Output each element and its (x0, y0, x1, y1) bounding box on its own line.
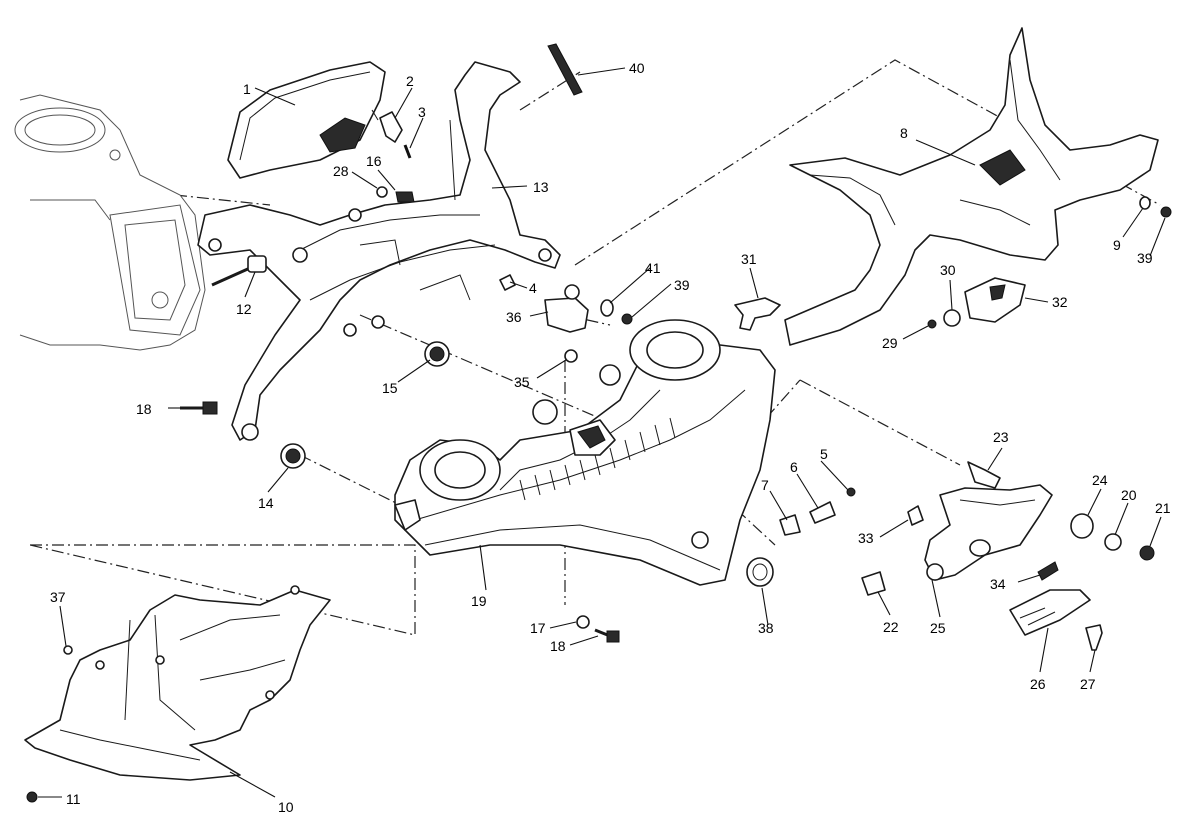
callout-labels: 1 2 3 4 5 6 7 8 9 10 11 12 13 14 15 16 1… (50, 60, 1171, 815)
callout-25: 25 (930, 620, 946, 636)
callout-13: 13 (533, 179, 549, 195)
callout-9: 9 (1113, 237, 1121, 253)
washer-and-screw (600, 299, 633, 325)
callout-22: 22 (883, 619, 899, 635)
callout-40: 40 (629, 60, 645, 76)
callout-38: 38 (758, 620, 774, 636)
callout-11: 11 (66, 791, 81, 807)
leader-lines (38, 67, 1166, 798)
callout-7: 7 (761, 477, 769, 493)
screw (564, 349, 578, 363)
headlight-unit (394, 319, 776, 586)
long-bolt (211, 255, 267, 287)
callout-32: 32 (1052, 294, 1068, 310)
side-light (927, 277, 1026, 329)
headlight-support-bracket (197, 61, 561, 441)
callout-17: 17 (530, 620, 546, 636)
callout-35: 35 (514, 374, 530, 390)
callout-27: 27 (1080, 676, 1096, 692)
callout-10: 10 (278, 799, 294, 815)
front-fairing (784, 27, 1159, 346)
small-bracket (734, 297, 781, 331)
callout-18b: 18 (550, 638, 566, 654)
callout-4: 4 (529, 280, 537, 296)
bulb-assembly (779, 487, 856, 536)
callout-24: 24 (1092, 472, 1108, 488)
callout-5: 5 (820, 446, 828, 462)
callout-16: 16 (366, 153, 382, 169)
clip (499, 274, 516, 291)
bolt-and-washer (376, 186, 415, 203)
callout-3: 3 (418, 104, 426, 120)
callout-2: 2 (406, 73, 414, 89)
callout-31: 31 (741, 251, 757, 267)
rubber-strip (547, 43, 583, 96)
callout-29: 29 (882, 335, 898, 351)
callout-28: 28 (333, 163, 349, 179)
callout-1: 1 (243, 81, 251, 97)
lower-fairing-screws (26, 645, 73, 803)
frame-outline (14, 94, 206, 351)
callout-18a: 18 (136, 401, 152, 417)
callout-37: 37 (50, 589, 66, 605)
washer-and-bolt-bottom (576, 615, 620, 643)
clamp (544, 284, 589, 333)
callout-14: 14 (258, 495, 274, 511)
bolt-left (180, 401, 218, 415)
callout-39a: 39 (674, 277, 690, 293)
callout-15: 15 (382, 380, 398, 396)
callout-39b: 39 (1137, 250, 1153, 266)
callout-36: 36 (506, 309, 522, 325)
callout-6: 6 (790, 459, 798, 475)
callout-34: 34 (990, 576, 1006, 592)
callout-8: 8 (900, 125, 908, 141)
callout-12: 12 (236, 301, 252, 317)
callout-19: 19 (471, 593, 487, 609)
callout-33: 33 (858, 530, 874, 546)
lower-fairing (24, 585, 331, 781)
grommet-38 (746, 557, 774, 587)
callout-26: 26 (1030, 676, 1046, 692)
grommets (280, 341, 450, 469)
callout-30: 30 (940, 262, 956, 278)
callout-21: 21 (1155, 500, 1171, 516)
callout-23: 23 (993, 429, 1009, 445)
instrument-cluster (227, 61, 386, 179)
lower-bracket-assembly (861, 461, 1155, 651)
fairing-fasteners (1139, 196, 1172, 218)
sensor-and-pin (371, 109, 412, 159)
callout-41: 41 (645, 260, 661, 276)
callout-20: 20 (1121, 487, 1137, 503)
